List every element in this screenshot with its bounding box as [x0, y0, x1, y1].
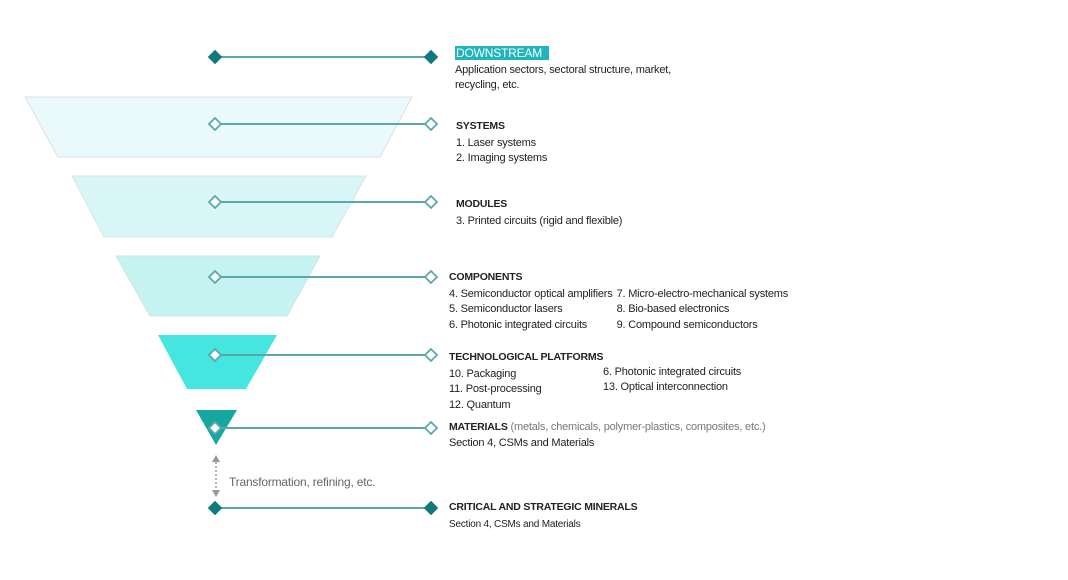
platforms-item: 10. Packaging [449, 367, 517, 380]
systems-item: 2. Imaging systems [456, 152, 548, 164]
filled-diamond-icon [207, 500, 223, 516]
hollow-diamond-icon [207, 420, 223, 436]
modules-block: MODULES 3. Printed circuits (rigid and f… [456, 197, 622, 229]
funnel-components [115, 255, 321, 317]
platforms-title: TECHNOLOGICAL PLATFORMS [449, 351, 604, 363]
hollow-diamond-icon [423, 269, 439, 285]
components-item: 8. Bio-based electronics [616, 303, 730, 315]
components-item: 9. Compound semiconductors [616, 318, 758, 331]
components-title: COMPONENTS [449, 271, 523, 283]
components-item: 5. Semiconductor lasers [449, 303, 563, 315]
materials-title: MATERIALS [449, 421, 508, 433]
platforms-item: 11. Post-processing [449, 383, 542, 395]
platforms-item: 12. Quantum [449, 398, 511, 411]
components-item: 4. Semiconductor optical amplifiers [449, 287, 613, 300]
modules-title: MODULES [456, 198, 508, 210]
materials-block: MATERIALS (metals, chemicals, polymer-pl… [449, 420, 766, 451]
hollow-diamond-icon [207, 347, 223, 363]
filled-diamond-icon [423, 49, 439, 65]
components-item: 6. Photonic integrated circuits [449, 318, 588, 331]
minerals-title: CRITICAL AND STRATEGIC MINERALS [449, 501, 638, 513]
downstream-title: DOWNSTREAM [455, 46, 549, 60]
minerals-sub: Section 4, CSMs and Materials [449, 518, 581, 530]
hollow-diamond-icon [207, 194, 223, 210]
hollow-diamond-icon [423, 116, 439, 132]
systems-item: 1. Laser systems [456, 136, 536, 149]
minerals-block: CRITICAL AND STRATEGIC MINERALS Section … [449, 500, 638, 532]
funnel-platforms [158, 335, 277, 389]
hollow-diamond-icon [207, 269, 223, 285]
materials-sub: Section 4, CSMs and Materials [449, 436, 595, 449]
filled-diamond-icon [207, 49, 223, 65]
hollow-diamond-icon [423, 420, 439, 436]
materials-note: (metals, chemicals, polymer-plastics, co… [510, 421, 766, 433]
platforms-item: 6. Photonic integrated circuits [603, 365, 742, 378]
platforms-block: TECHNOLOGICAL PLATFORMS 10. Packaging 11… [449, 350, 741, 413]
platforms-item: 13. Optical interconnection [603, 381, 728, 393]
connector-lines [215, 56, 431, 509]
modules-item: 3. Printed circuits (rigid and flexible) [456, 214, 623, 227]
filled-diamond-icon [423, 500, 439, 516]
components-block: COMPONENTS 4. Semiconductor optical ampl… [449, 270, 788, 333]
hollow-diamond-icon [207, 116, 223, 132]
transformation-label: Transformation, refining, etc. [229, 475, 376, 489]
systems-block: SYSTEMS 1. Laser systems 2. Imaging syst… [456, 119, 547, 167]
downstream-line-1: Application sectors, sectoral structure,… [455, 63, 671, 76]
hollow-diamond-icon [423, 347, 439, 363]
components-item: 7. Micro-electro-mechanical systems [616, 287, 789, 300]
two-way-arrow-icon [212, 455, 220, 497]
funnel-modules [71, 175, 367, 238]
downstream-line-2: recycling, etc. [455, 79, 520, 91]
downstream-block: DOWNSTREAM Application sectors, sectoral… [455, 46, 671, 94]
hollow-diamond-icon [423, 194, 439, 210]
systems-title: SYSTEMS [456, 120, 505, 132]
